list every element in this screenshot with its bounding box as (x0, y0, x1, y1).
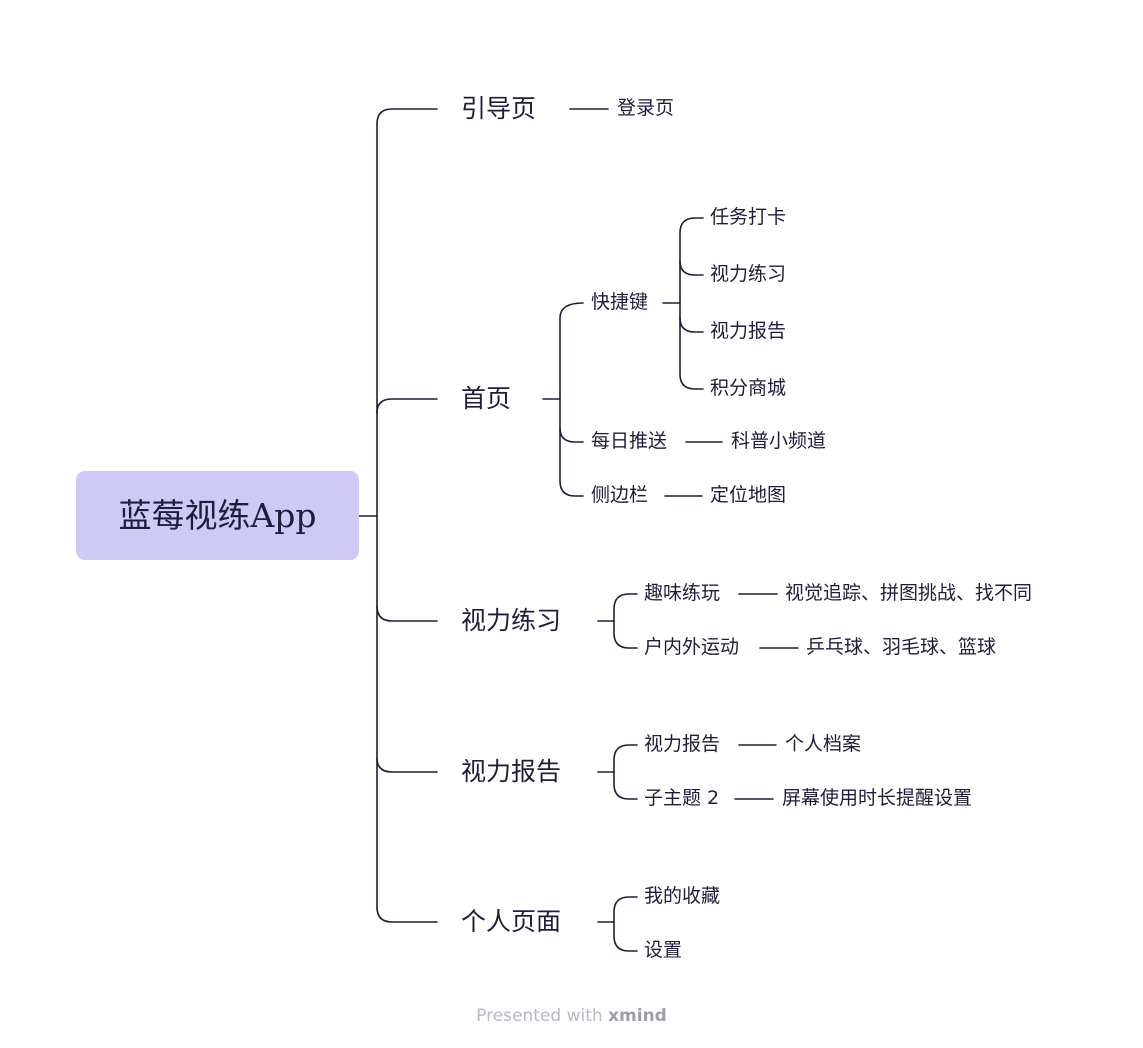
report-bracket (613, 744, 638, 800)
topic-shortcut-practice[interactable]: 视力练习 (710, 263, 787, 285)
topic-report-sub[interactable]: 视力报告 (644, 733, 721, 755)
topic-sport-items[interactable]: 乒乓球、羽毛球、篮球 (806, 636, 997, 658)
topic-sidebar[interactable]: 侧边栏 (591, 484, 649, 506)
connector-practice (376, 605, 438, 622)
main-spine (376, 108, 438, 923)
xmind-logo: xmind (608, 1006, 667, 1026)
footer-credit: Presented with xmind (0, 1006, 1143, 1026)
topic-task-checkin[interactable]: 任务打卡 (710, 206, 787, 228)
connector-home-daily (559, 427, 584, 443)
personal-bracket (613, 896, 638, 952)
topic-daily-push[interactable]: 每日推送 (591, 430, 668, 452)
connector-shortcut-report (679, 317, 704, 333)
home-spine (559, 302, 584, 497)
connector-shortcut-practice (679, 260, 704, 276)
topic-subtopic-2[interactable]: 子主题 2 (644, 787, 720, 809)
topic-vision-report[interactable]: 视力报告 (461, 757, 562, 786)
footer-prefix: Presented with (476, 1006, 609, 1026)
topic-fun-items[interactable]: 视觉追踪、拼图挑战、找不同 (785, 582, 1033, 604)
practice-bracket (613, 593, 638, 649)
root-topic[interactable]: 蓝莓视练App (76, 471, 359, 560)
connector-home (376, 398, 438, 414)
topic-science-channel[interactable]: 科普小频道 (731, 430, 827, 452)
topic-shortcut-report[interactable]: 视力报告 (710, 320, 787, 342)
topic-home[interactable]: 首页 (461, 384, 512, 413)
topic-shortcut[interactable]: 快捷键 (591, 291, 649, 313)
topic-personal-profile[interactable]: 个人档案 (785, 733, 862, 755)
topic-vision-practice[interactable]: 视力练习 (461, 606, 562, 635)
topic-login[interactable]: 登录页 (617, 97, 675, 119)
topic-guide[interactable]: 引导页 (461, 94, 537, 123)
connector-report (376, 757, 438, 773)
topic-fun-play[interactable]: 趣味练玩 (644, 582, 721, 604)
topic-my-favorites[interactable]: 我的收藏 (644, 885, 721, 907)
topic-settings[interactable]: 设置 (644, 939, 683, 961)
topic-points-mall[interactable]: 积分商城 (710, 377, 787, 399)
topic-sports[interactable]: 户内外运动 (644, 636, 740, 658)
topic-location-map[interactable]: 定位地图 (710, 484, 787, 506)
shortcut-spine (679, 217, 704, 390)
topic-screen-time-reminder[interactable]: 屏幕使用时长提醒设置 (782, 787, 973, 809)
topic-personal-page[interactable]: 个人页面 (461, 907, 562, 936)
